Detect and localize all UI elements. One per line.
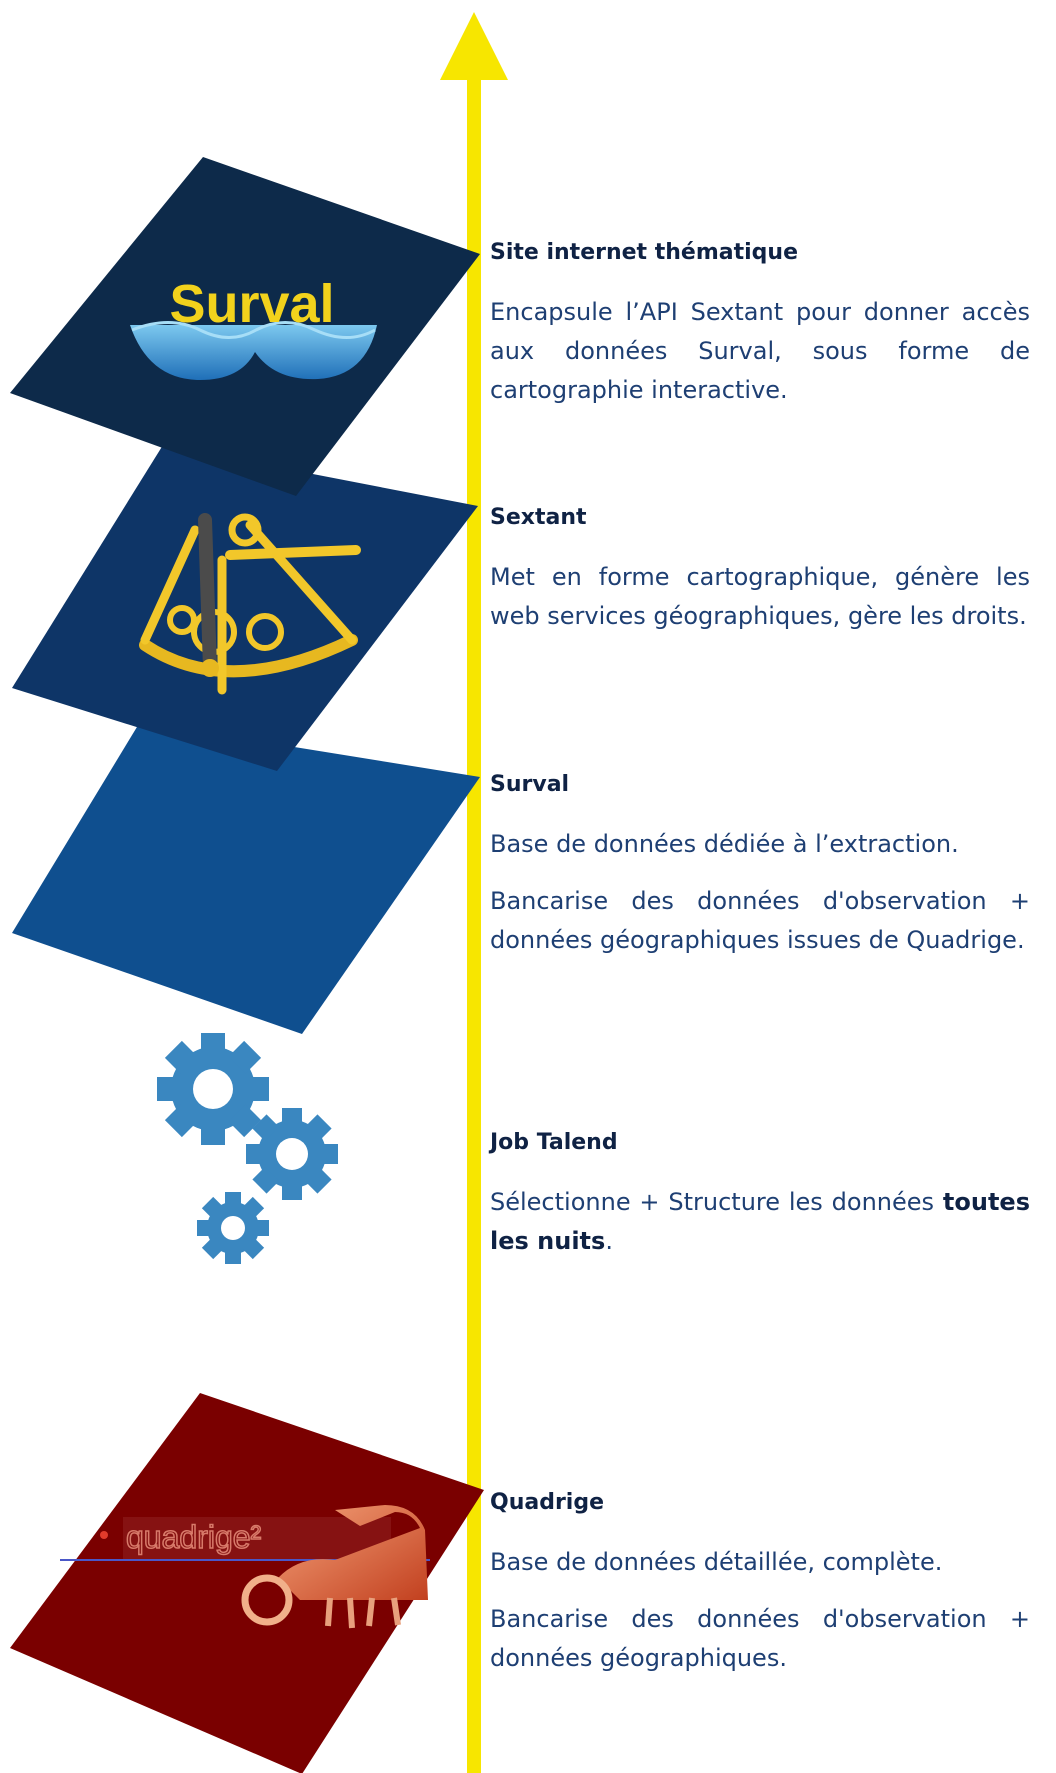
- para-quadrige-1: Base de données détaillée, complète.: [490, 1548, 943, 1576]
- title-sextant: Sextant: [490, 505, 587, 530]
- block-talend: Job Talend Sélectionne + Structure les d…: [490, 1130, 1030, 1279]
- talend-text: Sélectionne + Structure les données: [490, 1188, 935, 1216]
- gear-large-icon: [157, 1033, 269, 1145]
- para-surval-1: Base de données dédiée à l’extraction.: [490, 830, 959, 858]
- talend-emphasis: toutes les nuits: [490, 1188, 1030, 1255]
- surval-wave-icon: [130, 325, 377, 381]
- layer-surval-db: [12, 722, 480, 1034]
- para-quadrige-2: Bancarise des données d'observation + do…: [490, 1605, 1030, 1672]
- block-surval: Surval Base de données dédiée à l’extrac…: [490, 772, 1030, 978]
- block-quadrige: Quadrige Base de données détaillée, comp…: [490, 1490, 1030, 1696]
- block-site: Site internet thématique Encapsule l’API…: [490, 240, 1030, 428]
- axis-line: [467, 78, 481, 1773]
- para-site-1: Encapsule l’API Sextant pour donner accè…: [490, 298, 1030, 404]
- axis-arrowhead: [440, 12, 508, 80]
- title-site: Site internet thématique: [490, 240, 798, 265]
- title-quadrige: Quadrige: [490, 1490, 605, 1515]
- layer-quadrige: quadrige²: [10, 1393, 484, 1773]
- gear-right-icon: [246, 1108, 338, 1200]
- quadrige-logo-text: quadrige²: [126, 1519, 262, 1555]
- para-sextant-1: Met en forme cartographique, génère les …: [490, 563, 1030, 630]
- chariot-icon: [241, 1505, 428, 1629]
- sextant-icon: [139, 513, 361, 695]
- title-surval: Surval: [490, 772, 570, 797]
- layer-sextant: [12, 445, 478, 771]
- para-surval-2: Bancarise des données d'observation + do…: [490, 887, 1030, 954]
- surval-logo-text: Surval: [169, 274, 334, 334]
- gear-small-icon: [197, 1192, 269, 1264]
- title-talend: Job Talend: [490, 1130, 618, 1155]
- block-sextant: Sextant Met en forme cartographique, gén…: [490, 505, 1030, 654]
- talend-suffix: .: [605, 1227, 613, 1255]
- gears-icon: [157, 1033, 338, 1264]
- para-talend-1: Sélectionne + Structure les données tout…: [490, 1183, 1030, 1261]
- layer-site: Surval: [10, 157, 480, 496]
